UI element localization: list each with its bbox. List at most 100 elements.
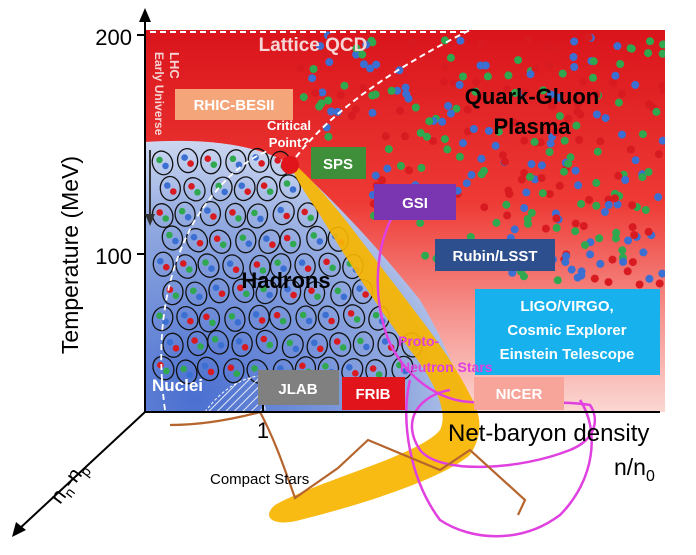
quark-dot <box>351 105 360 114</box>
quark-dot <box>384 145 393 154</box>
hadrons-label: Hadrons <box>241 268 330 293</box>
neutron-stars-label: Neutron Stars <box>400 359 493 375</box>
quark-dot <box>628 201 637 210</box>
hadron-oval <box>159 175 181 202</box>
quark-dot <box>429 137 437 145</box>
quark-dot <box>404 94 413 103</box>
freezeout-dashed-line <box>160 149 271 411</box>
quark-dot <box>531 64 540 73</box>
quark-dot <box>595 234 604 243</box>
quark-dot <box>604 200 613 209</box>
quark-dot <box>443 145 452 154</box>
quark-dot <box>613 42 622 51</box>
quark-dot <box>555 112 564 121</box>
quark-dot <box>585 195 594 204</box>
quark-dot <box>554 93 563 102</box>
hadron-oval <box>232 278 255 304</box>
quark-dot <box>297 32 306 41</box>
quark-dot <box>467 170 476 179</box>
quark-dot <box>600 208 609 216</box>
quark-dot <box>537 174 546 182</box>
nuclei-region <box>205 375 265 412</box>
quark-dot <box>320 50 329 59</box>
quark-dot <box>590 274 599 283</box>
hadron-oval <box>162 280 184 306</box>
quark-dot <box>416 219 425 227</box>
quark-dot <box>586 250 595 259</box>
jlab-label: JLAB <box>278 381 317 398</box>
sps-label: SPS <box>323 156 353 173</box>
quark-dot <box>545 61 554 70</box>
quark-dot <box>396 161 405 170</box>
quark-dot <box>352 44 361 53</box>
quark-dot <box>618 246 627 255</box>
quark-dot <box>658 82 665 91</box>
lhc-arrowhead <box>145 214 155 226</box>
quark-dot <box>561 258 570 266</box>
hadron-oval <box>175 254 198 279</box>
quark-dot <box>411 103 420 112</box>
quark-dot <box>655 279 664 288</box>
x-axis-label: Net-baryon density <box>448 420 649 447</box>
hadron-oval <box>294 253 316 279</box>
quark-dot <box>503 211 512 220</box>
hadron-oval <box>297 202 319 228</box>
quark-dot <box>538 189 547 198</box>
quark-dot <box>573 273 582 282</box>
rubin-box <box>435 239 555 271</box>
quark-dot <box>544 42 553 51</box>
hadron-oval <box>330 281 352 307</box>
hadron-oval <box>161 225 184 251</box>
hadron-oval <box>208 278 230 304</box>
quark-dot <box>644 227 653 236</box>
nuclei-label: Nuclei <box>152 376 203 395</box>
qgp-quark-dots <box>296 31 665 289</box>
hadron-oval <box>281 333 304 359</box>
quark-dot <box>573 99 582 108</box>
quark-dot <box>592 90 601 99</box>
hadron-oval <box>186 330 209 357</box>
hadron-oval <box>279 279 302 305</box>
hadron-oval <box>200 149 222 175</box>
quark-dot <box>526 172 534 181</box>
quark-dot <box>526 70 535 79</box>
critical-point-label-2: Point? <box>269 135 309 150</box>
quark-dot <box>462 179 471 188</box>
ligo-label-line1: LIGO/VIRGO, <box>520 298 613 315</box>
hadron-oval <box>256 176 278 202</box>
quark-dot <box>383 164 392 173</box>
quark-dot <box>316 42 325 51</box>
hadron-oval <box>258 229 281 255</box>
quark-dot <box>455 152 464 161</box>
hadron-oval <box>269 253 292 279</box>
quark-dot <box>327 107 336 116</box>
y-tick-200-label: 200 <box>95 25 132 50</box>
quark-dot <box>621 176 630 184</box>
quark-dot <box>589 57 598 66</box>
quark-dot <box>440 77 449 86</box>
quark-dot <box>571 166 580 175</box>
quark-dot <box>469 125 478 133</box>
quark-dot <box>524 219 532 228</box>
hadron-oval <box>175 359 198 385</box>
quark-dot <box>522 188 531 197</box>
critical-point-label-1: Critical <box>267 118 311 133</box>
quark-dot <box>407 38 416 47</box>
quark-dot <box>378 176 387 185</box>
quark-dot <box>520 204 529 212</box>
quark-dot <box>446 53 455 62</box>
hadron-oval <box>210 176 233 202</box>
quark-dot <box>592 110 601 119</box>
quark-dot <box>555 181 564 190</box>
quark-dot <box>459 139 467 148</box>
qgp-label-line2: Plasma <box>493 114 571 139</box>
quark-dot <box>619 257 628 266</box>
quark-dot <box>327 33 335 42</box>
compact-stars-label: Compact Stars <box>210 471 309 488</box>
quark-dot <box>315 102 324 111</box>
quark-dot <box>441 62 450 71</box>
quark-dot <box>502 200 511 209</box>
quark-dot <box>368 108 377 117</box>
